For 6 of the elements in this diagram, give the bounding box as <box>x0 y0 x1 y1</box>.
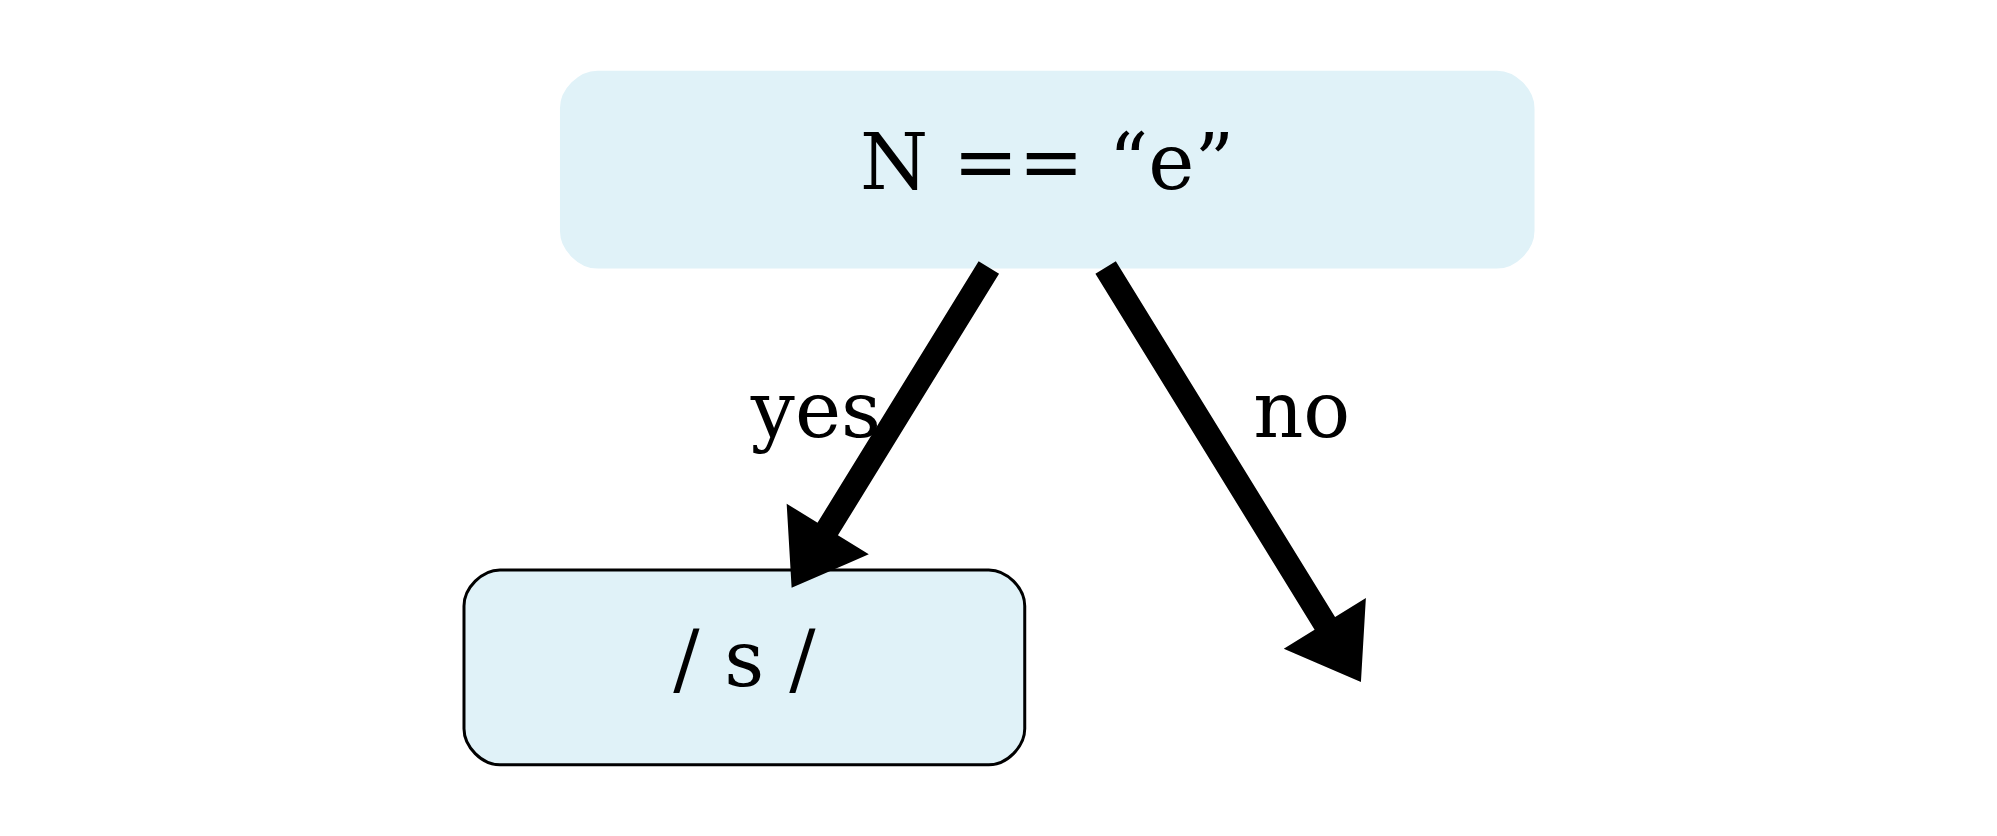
arrow <box>786 260 1000 588</box>
edge-label: yes <box>750 364 882 455</box>
node-box: / s / <box>462 567 1027 766</box>
arrow <box>1095 260 1366 682</box>
node-box: N == “e” <box>559 70 1535 269</box>
edge-label: no <box>1253 364 1351 455</box>
